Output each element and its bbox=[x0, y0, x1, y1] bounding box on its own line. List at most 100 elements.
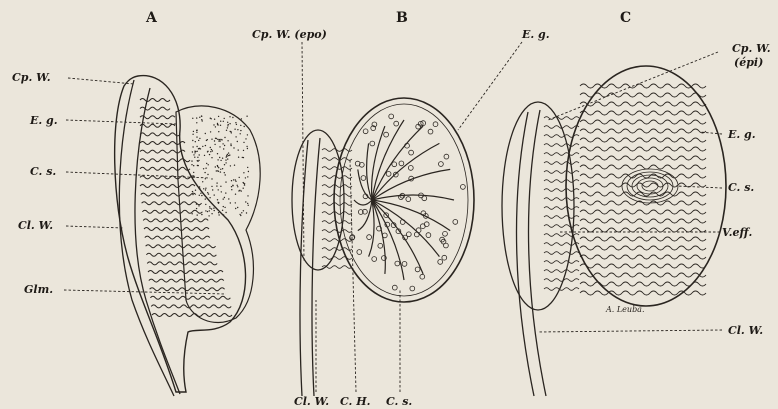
panel-c-duct-outer bbox=[517, 112, 534, 396]
cell-dot bbox=[443, 231, 448, 236]
cell-dot bbox=[389, 114, 394, 119]
stipple-dot bbox=[199, 148, 200, 149]
stipple-dot bbox=[211, 139, 212, 140]
stipple-dot bbox=[206, 163, 207, 164]
stipple-dot bbox=[214, 210, 215, 211]
stipple-dot bbox=[247, 203, 248, 204]
stipple-dot bbox=[233, 147, 234, 148]
stipple-dot bbox=[214, 194, 215, 195]
stipple-dot bbox=[203, 168, 204, 169]
stipple-dot bbox=[220, 169, 221, 170]
stipple-dot bbox=[224, 118, 225, 119]
cell-dot bbox=[386, 172, 391, 177]
tubule bbox=[544, 261, 579, 264]
stipple-dot bbox=[192, 140, 193, 141]
stipple-dot bbox=[238, 190, 239, 191]
stipple-dot bbox=[225, 159, 226, 160]
stipple-dot bbox=[192, 151, 193, 152]
cell-dot bbox=[438, 260, 443, 265]
stipple-dot bbox=[247, 195, 248, 196]
stipple-dot bbox=[246, 146, 247, 147]
panel-b-duct-outer bbox=[300, 140, 308, 396]
panel-a-stipple bbox=[191, 115, 249, 216]
sex-cord bbox=[369, 200, 374, 257]
stipple-dot bbox=[222, 168, 223, 169]
cell-dot bbox=[409, 150, 414, 155]
seminiferous-cord bbox=[580, 255, 706, 259]
tubule bbox=[544, 153, 579, 156]
stipple-dot bbox=[228, 152, 229, 153]
stipple-dot bbox=[246, 116, 247, 117]
stipple-dot bbox=[194, 152, 195, 153]
tubule bbox=[544, 243, 579, 246]
panel-b-cell-dots bbox=[350, 114, 466, 291]
stipple-dot bbox=[210, 131, 211, 132]
tubule bbox=[322, 212, 352, 215]
tubule bbox=[145, 236, 210, 239]
stipple-dot bbox=[240, 133, 241, 134]
stipple-dot bbox=[235, 208, 236, 209]
stipple-dot bbox=[209, 210, 210, 211]
tubule bbox=[322, 176, 352, 179]
panel-a: A Cp. W. E. g. C. s. Cl. W. Glm. bbox=[12, 10, 260, 396]
tubule bbox=[544, 171, 579, 174]
tubule bbox=[322, 194, 352, 197]
stipple-dot bbox=[215, 126, 216, 127]
stipple-dot bbox=[238, 157, 239, 158]
cell-dot bbox=[370, 141, 375, 146]
stipple-dot bbox=[222, 158, 223, 159]
cell-dot bbox=[453, 220, 458, 225]
seminiferous-cord bbox=[580, 147, 706, 151]
stipple-dot bbox=[223, 206, 224, 207]
stipple-dot bbox=[245, 177, 246, 178]
stipple-dot bbox=[219, 157, 220, 158]
panel-a-label-cpw: Cp. W. bbox=[12, 71, 51, 84]
stipple-dot bbox=[213, 208, 214, 209]
panel-b-testis-inner bbox=[340, 104, 468, 296]
cell-dot bbox=[399, 161, 404, 166]
panel-a-label-cs: C. s. bbox=[30, 165, 56, 178]
stipple-dot bbox=[226, 130, 227, 131]
panel-a-leader-clw bbox=[66, 226, 124, 228]
stipple-dot bbox=[213, 124, 214, 125]
stipple-dot bbox=[241, 118, 242, 119]
cell-dot bbox=[426, 233, 431, 238]
stipple-dot bbox=[230, 131, 231, 132]
tubule bbox=[141, 193, 196, 196]
stipple-dot bbox=[205, 168, 206, 169]
stipple-dot bbox=[203, 188, 204, 189]
cell-dot bbox=[372, 257, 377, 262]
tubule bbox=[322, 257, 352, 260]
stipple-dot bbox=[212, 189, 213, 190]
stipple-dot bbox=[192, 194, 193, 195]
tubule bbox=[140, 150, 185, 153]
stipple-dot bbox=[236, 124, 237, 125]
cell-dot bbox=[357, 250, 362, 255]
stipple-dot bbox=[217, 159, 218, 160]
stipple-dot bbox=[195, 190, 196, 191]
cell-dot bbox=[420, 274, 425, 279]
stipple-dot bbox=[193, 131, 194, 132]
seminiferous-cord bbox=[580, 273, 706, 277]
panel-c-label-eg: E. g. bbox=[727, 128, 756, 141]
panel-c-label-epi: (épi) bbox=[734, 56, 763, 69]
panel-c-label-veff: V.eff. bbox=[722, 226, 753, 239]
tubule bbox=[544, 162, 579, 165]
stipple-dot bbox=[202, 181, 203, 182]
cell-dot bbox=[442, 255, 447, 260]
stipple-dot bbox=[230, 143, 231, 144]
stipple-dot bbox=[216, 170, 217, 171]
stipple-dot bbox=[196, 136, 197, 137]
panel-a-title: A bbox=[145, 10, 158, 26]
stipple-dot bbox=[231, 132, 232, 133]
panel-c-title: C bbox=[620, 10, 631, 26]
knot-ring bbox=[637, 178, 663, 194]
stipple-dot bbox=[220, 186, 221, 187]
panel-b-duct-inner bbox=[312, 138, 320, 396]
stipple-dot bbox=[207, 192, 208, 193]
seminiferous-cord bbox=[580, 165, 706, 169]
cell-dot bbox=[410, 286, 415, 291]
stipple-dot bbox=[192, 191, 193, 192]
tubule bbox=[148, 271, 223, 274]
